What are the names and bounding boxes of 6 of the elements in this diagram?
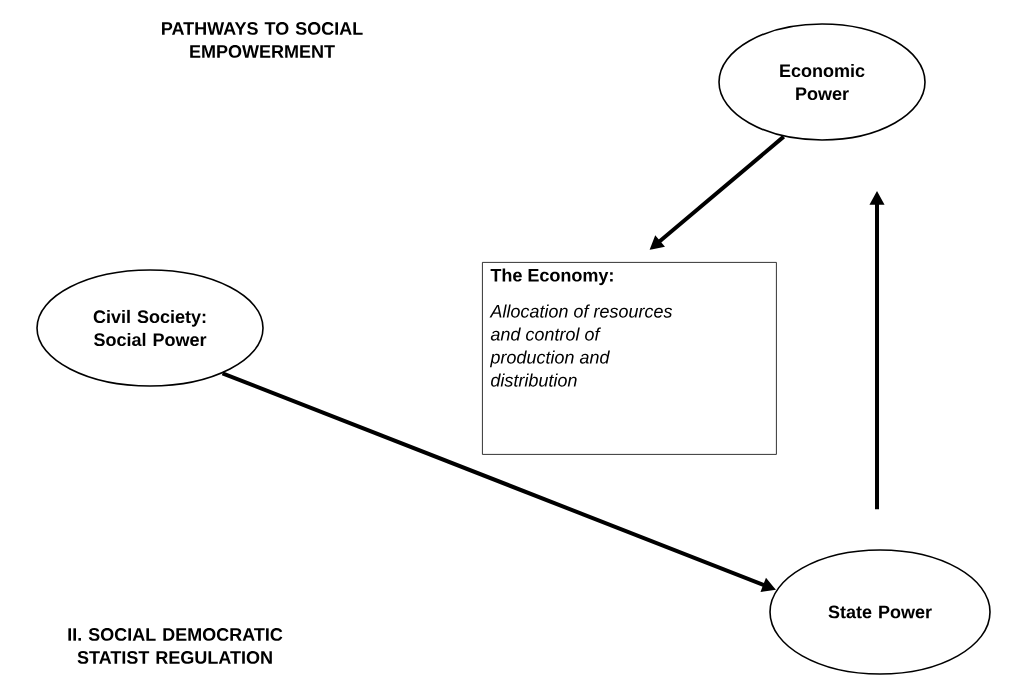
oval-node: Economic Power xyxy=(718,23,926,141)
oval-node: State Power xyxy=(769,549,991,675)
text-box: The Economy: Allocation of resources and control of production and distribution xyxy=(482,262,777,455)
heading: PATHWAYS TO SOCIAL EMPOWERMENT xyxy=(162,22,363,58)
heading: II. SOCIAL DEMOCRATIC STATIST REGULATION xyxy=(68,628,283,664)
oval-node: Civil Society: Social Power xyxy=(36,269,264,387)
